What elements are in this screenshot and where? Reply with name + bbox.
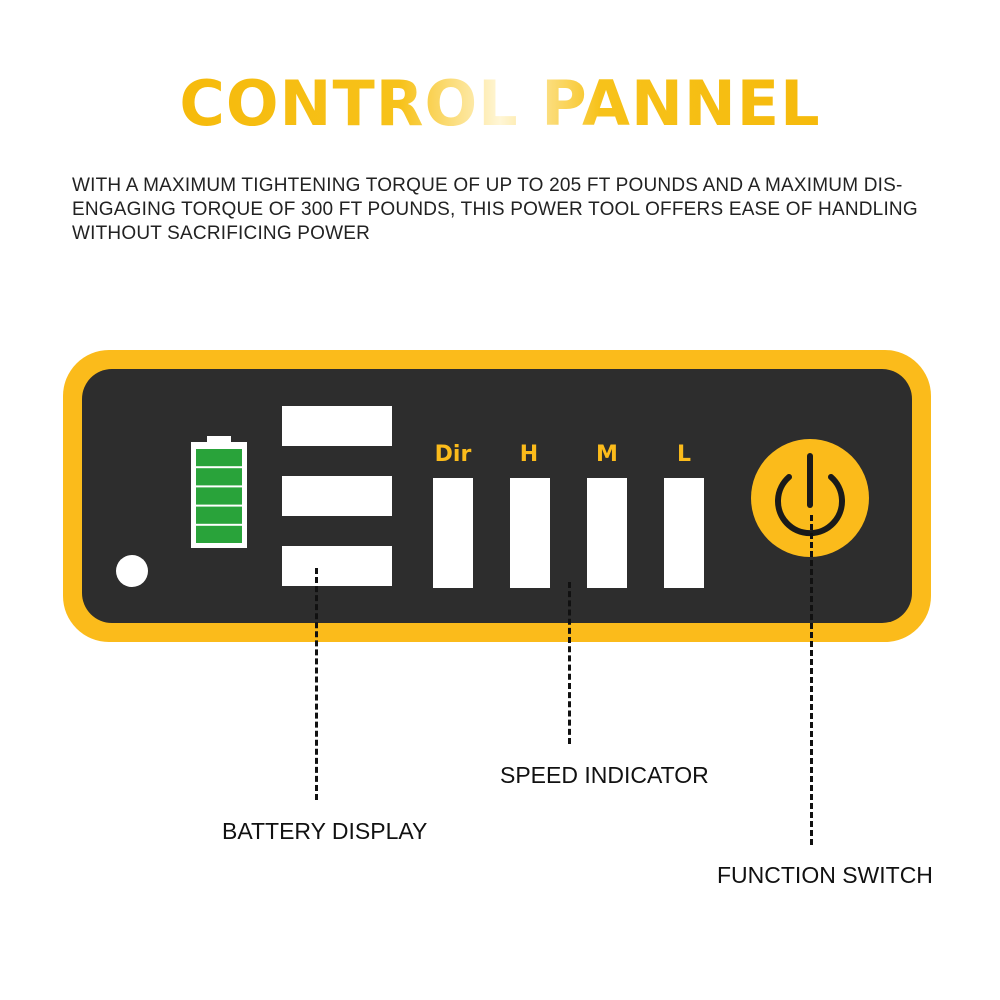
indicator-light-icon [116, 555, 148, 587]
battery-cell [196, 449, 242, 467]
battery-display-label: BATTERY DISPLAY [222, 818, 428, 844]
speed-low-bar [664, 478, 704, 588]
battery-cell [196, 525, 242, 543]
battery-display-bar-2 [282, 476, 392, 516]
description-line-1: WITH A MAXIMUM TIGHTENING TORQUE OF UP T… [72, 175, 903, 196]
speed-indicator-leader-line [568, 582, 571, 744]
function-switch-label: FUNCTION SWITCH [717, 862, 933, 888]
battery-display-leader-line [315, 568, 318, 800]
description: WITH A MAXIMUM TIGHTENING TORQUE OF UP T… [72, 174, 922, 246]
battery-cell [196, 487, 242, 505]
description-line-3: WITHOUT SACRIFICING POWER [72, 223, 371, 244]
battery-display-bar-1 [282, 406, 392, 446]
page-title: CONTROL PANNEL [0, 68, 1000, 140]
direction-indicator-bar [433, 478, 473, 588]
speed-label-low: L [676, 442, 692, 467]
battery-cell [196, 468, 242, 486]
battery-display-bar-3 [282, 546, 392, 586]
battery-cell [196, 506, 242, 524]
speed-high-bar [510, 478, 550, 588]
speed-indicator-label: SPEED INDICATOR [500, 762, 709, 788]
function-switch-leader-line [810, 515, 813, 845]
speed-medium-bar [587, 478, 627, 588]
speed-label-medium: M [596, 442, 618, 467]
description-line-2: ENGAGING TORQUE OF 300 FT POUNDS, THIS P… [72, 199, 918, 220]
battery-icon [191, 436, 247, 548]
speed-label-dir: Dir [434, 442, 472, 467]
speed-label-high: H [519, 442, 539, 467]
